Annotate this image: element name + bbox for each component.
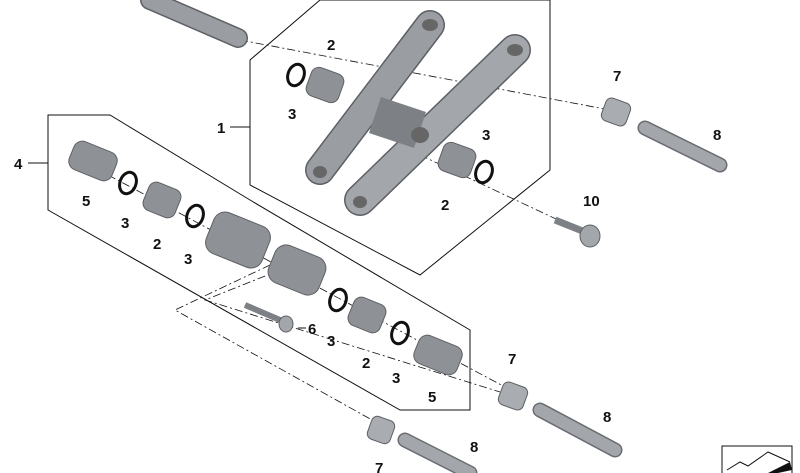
- seal-ring-3: [328, 287, 348, 313]
- spacer-7: [600, 97, 632, 127]
- callout-2: 2: [327, 37, 335, 54]
- callout-7: 7: [508, 351, 516, 368]
- bushing-5: [413, 334, 463, 376]
- seal-ring-3: [286, 62, 306, 88]
- callout-7: 7: [375, 460, 383, 473]
- callout-3: 3: [392, 370, 400, 387]
- bushing-2: [142, 181, 182, 219]
- callout-3: 3: [288, 106, 296, 123]
- callout-3: 3: [184, 251, 192, 268]
- bushing-2: [347, 296, 387, 334]
- seal-ring-3: [474, 159, 494, 185]
- view-orientation-icon: [721, 445, 793, 473]
- callout-8: 8: [470, 439, 478, 456]
- assembly-4-frame: [47, 114, 471, 411]
- callout-2: 2: [441, 197, 449, 214]
- screw-10: [553, 216, 601, 248]
- link-arm: [305, 10, 531, 216]
- callout-2: 2: [362, 355, 370, 372]
- spacer-7: [497, 381, 529, 411]
- callout-8: 8: [603, 409, 611, 426]
- callout-8: 8: [713, 127, 721, 144]
- callout-2: 2: [153, 236, 161, 253]
- bushing-5: [68, 140, 118, 182]
- spacer-7: [366, 415, 396, 445]
- callout-6: 6: [308, 321, 316, 338]
- seal-ring-3: [390, 320, 410, 346]
- callout-4: 4: [14, 156, 23, 173]
- seal-ring-3: [118, 170, 138, 196]
- axis-line: [239, 39, 611, 111]
- callout-10: 10: [583, 193, 600, 210]
- rod-top-left: [140, 0, 248, 48]
- callout-3: 3: [121, 215, 129, 232]
- screw-6: [243, 302, 294, 333]
- seal-ring-3: [185, 203, 205, 229]
- bushing-2: [437, 141, 477, 179]
- callout-3: 3: [482, 127, 490, 144]
- axis-line: [203, 269, 501, 393]
- bushing-2: [305, 66, 345, 104]
- callout-1: 1: [217, 120, 225, 137]
- callout-5: 5: [428, 389, 436, 406]
- callout-7: 7: [613, 68, 621, 85]
- axis-line: [174, 264, 391, 431]
- callout-5: 5: [82, 193, 90, 210]
- assembly-1-frame: [249, 0, 551, 276]
- callout-3: 3: [327, 333, 335, 350]
- sleeve: [267, 244, 327, 296]
- sleeve: [205, 211, 271, 269]
